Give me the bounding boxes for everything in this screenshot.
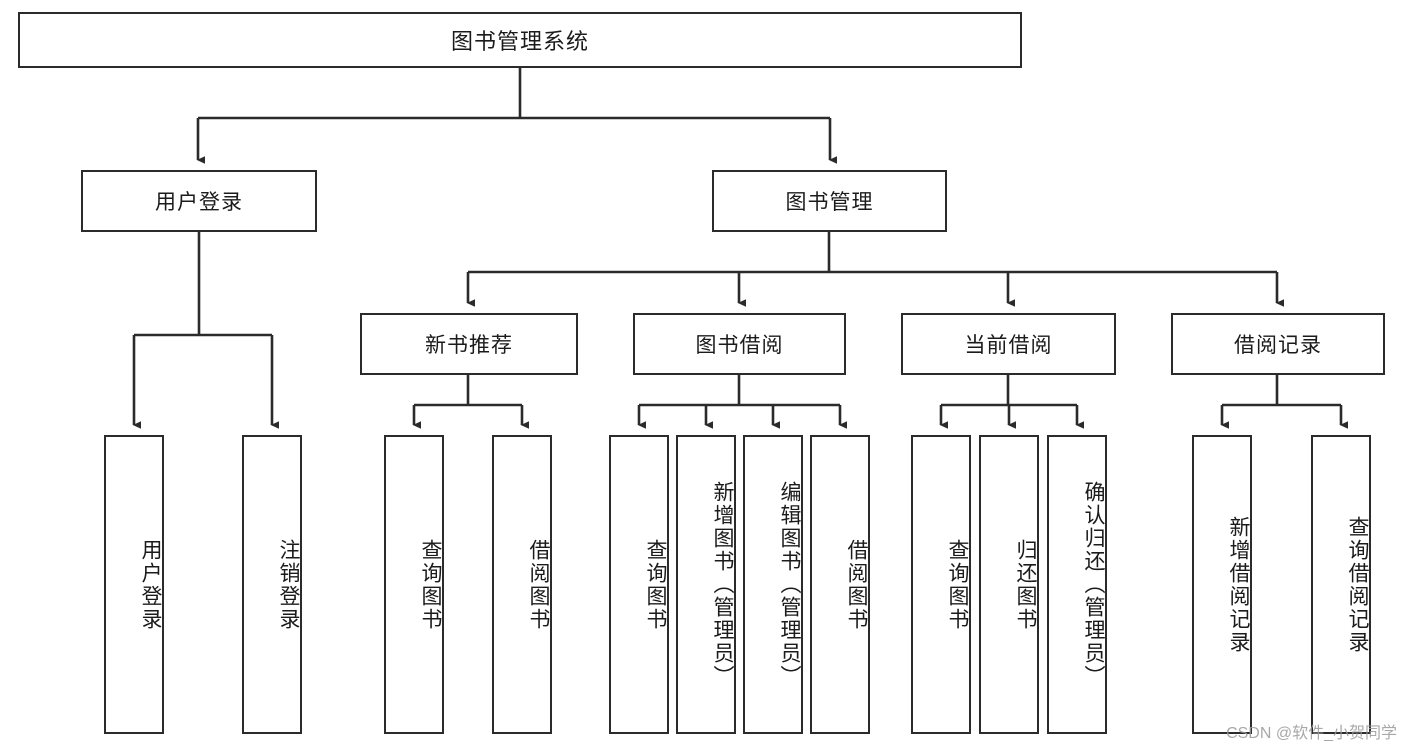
node-root-book-management-system[interactable]: 图书管理系统 <box>18 12 1022 68</box>
node-user-login-label: 用户登录 <box>155 191 243 214</box>
node-leaf-user-login[interactable]: 用户登录 <box>104 435 164 734</box>
node-new-book-recommend-label: 新书推荐 <box>425 334 513 357</box>
node-user-login[interactable]: 用户登录 <box>81 170 317 232</box>
node-leaf-query-borrow-record[interactable]: 查询借阅记录 <box>1311 435 1371 734</box>
node-leaf-edit-book-admin-label: 编辑图书（管理员） <box>778 481 801 688</box>
csdn-watermark: CSDN @软件_小贺同学 <box>1226 725 1397 742</box>
node-leaf-edit-book-admin[interactable]: 编辑图书（管理员） <box>743 435 803 734</box>
node-leaf-return-book[interactable]: 归还图书 <box>979 435 1039 734</box>
node-borrow-record[interactable]: 借阅记录 <box>1171 313 1385 375</box>
node-book-management-label: 图书管理 <box>785 191 874 214</box>
node-leaf-borrow-book-recommend[interactable]: 借阅图书 <box>492 435 552 734</box>
node-leaf-borrow-book[interactable]: 借阅图书 <box>810 435 870 734</box>
node-leaf-query-book-borrow[interactable]: 查询图书 <box>609 435 669 734</box>
node-borrow-record-label: 借阅记录 <box>1234 334 1322 357</box>
node-leaf-query-book-recommend-label: 查询图书 <box>419 538 442 631</box>
node-leaf-query-book-current-label: 查询图书 <box>946 538 969 631</box>
node-leaf-query-borrow-record-label: 查询借阅记录 <box>1346 515 1369 654</box>
node-leaf-add-borrow-record-label: 新增借阅记录 <box>1227 515 1250 654</box>
node-leaf-query-book-current[interactable]: 查询图书 <box>911 435 971 734</box>
node-current-borrow-label: 当前借阅 <box>964 334 1053 357</box>
node-leaf-borrow-book-recommend-label: 借阅图书 <box>527 538 550 631</box>
node-new-book-recommend[interactable]: 新书推荐 <box>360 313 578 375</box>
node-leaf-logout[interactable]: 注销登录 <box>242 435 302 734</box>
node-root-label: 图书管理系统 <box>450 29 589 54</box>
node-leaf-add-book-admin-label: 新增图书（管理员） <box>711 481 734 688</box>
node-leaf-add-book-admin[interactable]: 新增图书（管理员） <box>676 435 736 734</box>
node-leaf-query-book-recommend[interactable]: 查询图书 <box>384 435 444 734</box>
node-leaf-query-book-borrow-label: 查询图书 <box>644 538 667 631</box>
node-leaf-add-borrow-record[interactable]: 新增借阅记录 <box>1192 435 1252 734</box>
node-book-management[interactable]: 图书管理 <box>712 170 947 232</box>
node-current-borrow[interactable]: 当前借阅 <box>901 313 1116 375</box>
node-leaf-return-book-label: 归还图书 <box>1014 538 1037 631</box>
node-leaf-logout-label: 注销登录 <box>277 538 300 631</box>
node-leaf-user-login-label: 用户登录 <box>139 538 162 631</box>
node-leaf-confirm-return-admin-label: 确认归还（管理员） <box>1082 481 1105 688</box>
node-book-borrow-label: 图书借阅 <box>695 334 784 357</box>
node-leaf-confirm-return-admin[interactable]: 确认归还（管理员） <box>1047 435 1107 734</box>
node-book-borrow[interactable]: 图书借阅 <box>633 313 846 375</box>
node-leaf-borrow-book-label: 借阅图书 <box>845 538 868 631</box>
